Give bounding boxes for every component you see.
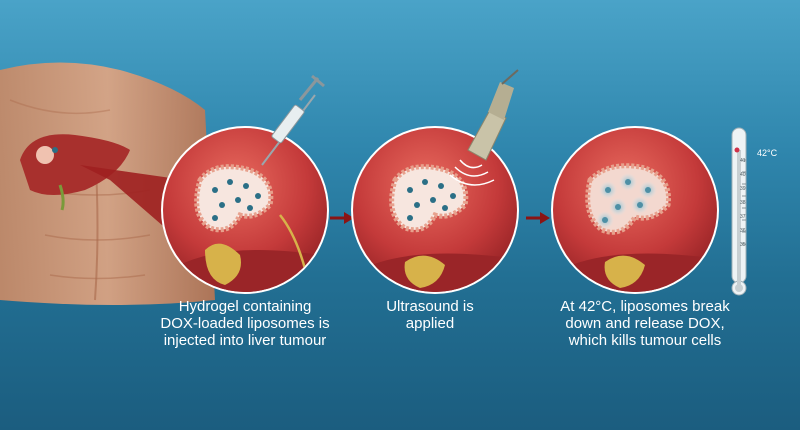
step-1-magnified-view	[161, 74, 329, 294]
torso-illustration	[0, 62, 215, 305]
syringe-icon	[261, 74, 325, 166]
step-3-magnified-view	[551, 126, 719, 294]
step-3-caption-text: At 42°C, liposomes break down and releas…	[560, 298, 730, 349]
step-2-caption: Ultrasound is applied	[355, 298, 505, 332]
thermometer-tick-label: 39	[740, 186, 746, 192]
thermometer-tick-label: 41	[740, 158, 746, 164]
thermometer-tick-label: 38	[740, 200, 746, 206]
thermometer-tick-label: 35	[740, 242, 746, 248]
thermometer-label: 42°C	[757, 148, 778, 158]
step-2-caption-text: Ultrasound is applied	[386, 298, 474, 332]
thermometer-tick-label: 37	[740, 214, 746, 220]
thermometer-icon: 41 40 39 38 37 36 35	[731, 127, 747, 296]
ultrasound-probe-icon	[449, 69, 519, 186]
arrow-right-icon	[526, 212, 550, 224]
liver-illustration	[20, 134, 185, 245]
arrow-right-icon	[330, 212, 354, 224]
step-1-caption-text: Hydrogel containing DOX-loaded liposomes…	[160, 298, 330, 349]
thermometer-tick-label: 40	[740, 172, 746, 178]
thermometer-tick-label: 36	[740, 228, 746, 234]
step-2-magnified-view	[351, 69, 519, 294]
step-1-caption: Hydrogel containing DOX-loaded liposomes…	[160, 298, 330, 349]
step-3-caption: At 42°C, liposomes break down and releas…	[560, 298, 730, 349]
